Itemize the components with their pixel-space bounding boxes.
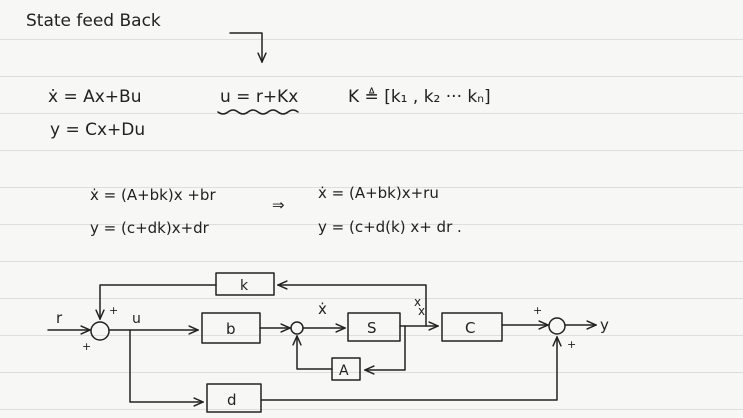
output-equation: y = Cx+Du — [50, 120, 145, 140]
summing-junction-output — [548, 317, 566, 335]
implies-symbol: ⇒ — [272, 196, 285, 214]
state-equation: ẋ = Ax+Bu — [48, 87, 141, 107]
input-label: r — [56, 309, 63, 327]
state-label-s: x — [418, 304, 425, 318]
plus-sign-feedback: + — [109, 304, 118, 317]
summing-junction-input — [90, 321, 110, 341]
block-s — [347, 312, 401, 342]
k-to-sum-arrow — [100, 284, 217, 319]
block-a-label: A — [339, 363, 349, 379]
plus-sign-c: + — [533, 304, 542, 317]
gain-definition: K ≜ [k₁ , k₂ ··· kₙ] — [348, 87, 491, 107]
x-to-k-arrow — [278, 285, 427, 327]
block-k-label: k — [240, 278, 249, 294]
title-arrow-icon — [229, 32, 262, 62]
block-d-label: d — [227, 391, 237, 409]
block-c-label: C — [465, 319, 475, 337]
block-s-label: S — [367, 319, 377, 337]
closed-state-equation-right: ẋ = (A+bk)x+ru — [318, 184, 439, 202]
x-to-a-arrow — [365, 325, 406, 370]
block-k — [215, 272, 275, 296]
output-label: y — [600, 316, 609, 334]
state-dot-label: ẋ — [318, 300, 327, 318]
control-label: u — [132, 311, 141, 327]
note-title: State feed Back — [26, 11, 161, 31]
u-to-d-arrow — [129, 329, 203, 402]
summing-junction-state — [290, 321, 304, 335]
d-to-sum-arrow — [260, 337, 557, 401]
a-to-sum-arrow — [297, 336, 333, 370]
control-law: u = r+Kx — [220, 87, 298, 107]
plus-sign-r: + — [82, 340, 91, 353]
block-b-label: b — [226, 320, 236, 338]
block-c — [441, 312, 503, 342]
closed-output-equation-left: y = (c+dk)x+dr — [90, 219, 210, 237]
plus-sign-d: + — [567, 338, 576, 351]
block-d — [206, 383, 262, 413]
closed-state-equation-left: ẋ = (A+bk)x +br — [90, 186, 216, 204]
control-law-underline — [217, 109, 299, 115]
state-label-k: x — [414, 295, 421, 309]
closed-output-equation-right: y = (c+d(k) x+ dr . — [318, 218, 462, 236]
